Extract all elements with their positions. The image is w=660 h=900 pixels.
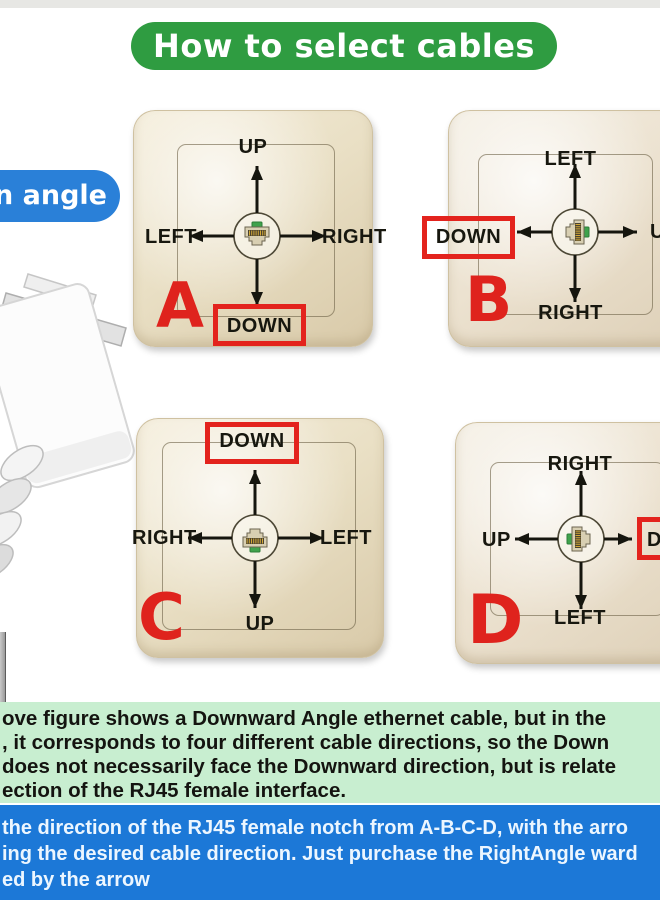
direction-label-left: UP [482, 529, 511, 551]
direction-label-bottom: LEFT [554, 607, 606, 629]
note-line: ing the desired cable direction. Just pu… [2, 843, 638, 865]
plate-inner-outline [490, 462, 660, 616]
note-line: ed by the arrow [2, 869, 150, 891]
wallplate-d: RIGHT UP LEFT DOWN D [455, 422, 660, 664]
wallplate-c: DOWN RIGHT LEFT UP C [132, 418, 384, 658]
highlight-box [422, 216, 515, 259]
plate-letter: C [138, 581, 185, 655]
direction-label-top: LEFT [544, 148, 597, 170]
direction-label-left: RIGHT [132, 527, 197, 549]
title-banner: How to select cables [131, 22, 557, 70]
direction-label-bottom: RIGHT [538, 302, 603, 324]
highlight-box [637, 517, 660, 560]
rj45-jack-icon [238, 523, 272, 553]
direction-label-top: RIGHT [547, 453, 613, 475]
top-gray-strip [0, 0, 660, 8]
note-blue: the direction of the RJ45 female notch f… [0, 805, 660, 900]
direction-label-bottom: DOWN [226, 315, 293, 337]
photo-edge-sliver [0, 632, 6, 704]
direction-label-right: DOWN [647, 529, 660, 551]
direction-label-left: LEFT [145, 226, 197, 248]
note-line: ove figure shows a Downward Angle ethern… [2, 707, 607, 730]
plate-inner-outline [177, 144, 335, 317]
direction-arrows [189, 166, 326, 306]
plate-letter: D [467, 581, 524, 660]
wallplate-a: UP LEFT RIGHT DOWN A [133, 110, 386, 347]
direction-label-top: DOWN [219, 430, 285, 452]
direction-label-right: LEFT [320, 527, 372, 549]
highlight-box [205, 422, 299, 464]
rj45-jack-icon [560, 215, 590, 249]
note-line: ection of the RJ45 female interface. [2, 779, 347, 802]
ethernet-cable-photo [0, 273, 135, 581]
highlight-box [213, 304, 306, 346]
plate-letter: B [465, 263, 513, 336]
direction-label-right: UP [650, 221, 660, 243]
angle-direction-label: wn angle [0, 170, 120, 222]
direction-label-top: UP [238, 136, 268, 158]
rj45-jack-icon [240, 221, 274, 251]
plate-inner-outline [162, 442, 356, 630]
note-line: the direction of the RJ45 female notch f… [2, 817, 628, 839]
wallplate-b: LEFT UP RIGHT DOWN B [422, 110, 660, 347]
cable-boot-ribs [0, 444, 44, 581]
note-green: ove figure shows a Downward Angle ethern… [0, 702, 660, 803]
direction-label-left: DOWN [435, 226, 502, 248]
rj45-jack-icon [566, 522, 596, 556]
plate-inner-outline [478, 154, 653, 315]
direction-label-right: RIGHT [322, 226, 387, 248]
plate-letter: A [156, 269, 204, 342]
direction-label-bottom: UP [245, 613, 275, 635]
note-line: , it corresponds to four different cable… [2, 731, 610, 754]
plug-body [0, 283, 135, 489]
note-line: does not necessarily face the Downward d… [2, 755, 617, 778]
